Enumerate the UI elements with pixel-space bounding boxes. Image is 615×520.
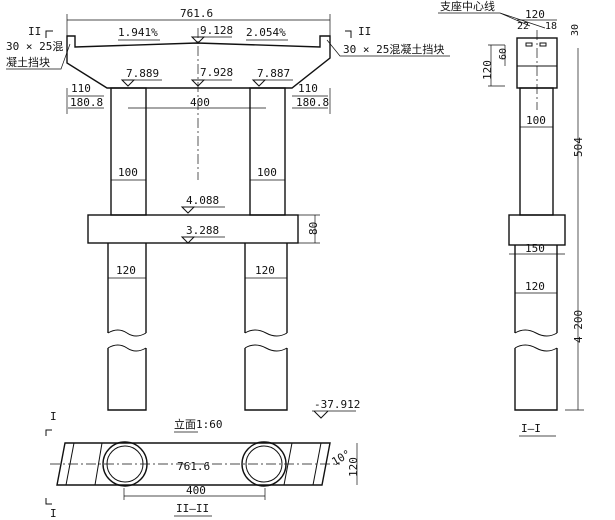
side-view: 支座中心线 120 22 18 30 120 60 100 504 150 12…	[438, 0, 585, 437]
top-elevation-label: 9.128	[200, 24, 233, 37]
dim-18: 18	[545, 21, 557, 32]
plan-length-label: 761.6	[177, 460, 210, 473]
tie-height-label: 80	[307, 222, 320, 235]
column-spacing-label: 400	[190, 96, 210, 109]
plan-title: II—II	[176, 502, 209, 515]
plan-pile-spacing: 400	[186, 484, 206, 497]
section-mark-right: II	[358, 25, 371, 38]
block-note-left-2: 凝土挡块	[6, 55, 50, 69]
side-column	[519, 87, 554, 216]
dim-30: 30	[570, 24, 581, 36]
side-column-width: 100	[526, 114, 546, 127]
pile-tip-elevation: -37.912	[314, 398, 360, 411]
edge-180-left: 180.8	[70, 96, 103, 109]
section-mark-left: II	[28, 25, 41, 38]
dim-22: 22	[517, 21, 529, 32]
side-tie-beam	[508, 214, 566, 246]
elevation-title: 立面1:60	[174, 417, 223, 431]
side-column-height: 504	[572, 137, 585, 157]
block-note-left-1: 30 × 25混	[6, 40, 63, 53]
edge-110-right: 110	[298, 82, 318, 95]
side-pile-length: 4 200	[572, 310, 585, 343]
cap-width-label: 120	[525, 8, 545, 21]
bearing-centerline-label: 支座中心线	[440, 0, 495, 13]
side-pile	[514, 245, 558, 411]
pile-right	[244, 243, 288, 411]
column-width-right: 100	[257, 166, 277, 179]
plan-section-mark-bottom: I	[50, 507, 57, 520]
elevation-view: 761.6 II II 1.941% 2.054% 9.128 30 × 25混…	[6, 7, 450, 433]
plan-section-mark-top: I	[50, 410, 57, 423]
plan-width-label: 120	[347, 457, 360, 477]
block-note-right: 30 × 25混凝土挡块	[343, 42, 444, 56]
edge-180-right: 180.8	[296, 96, 329, 109]
side-pile-diameter: 120	[525, 280, 545, 293]
dim-60: 60	[498, 48, 509, 60]
pile-diameter-right: 120	[255, 264, 275, 277]
right-slope-label: 2.054%	[246, 26, 286, 39]
left-slope-label: 1.941%	[118, 26, 158, 39]
side-tie-width: 150	[525, 242, 545, 255]
elevation-right-label: 7.887	[257, 67, 290, 80]
tie-bottom-elevation: 3.288	[186, 224, 219, 237]
plan-view: I I 761.6 400 10° 120 II—II	[45, 410, 360, 520]
tie-beam	[87, 214, 299, 244]
elevation-mid-label: 7.928	[200, 66, 233, 79]
side-view-title: I—I	[521, 422, 541, 435]
column-width-left: 100	[118, 166, 138, 179]
total-width-label: 761.6	[180, 7, 213, 20]
cap-beam	[66, 35, 331, 89]
column-left	[110, 87, 147, 216]
column-right	[249, 87, 286, 216]
pile-left	[107, 243, 147, 411]
pile-diameter-left: 120	[116, 264, 136, 277]
elevation-left-label: 7.889	[126, 67, 159, 80]
edge-110-left: 110	[71, 82, 91, 95]
side-cap-height: 120	[481, 60, 494, 80]
tie-top-elevation: 4.088	[186, 194, 219, 207]
plan-tie-beam	[56, 442, 331, 486]
